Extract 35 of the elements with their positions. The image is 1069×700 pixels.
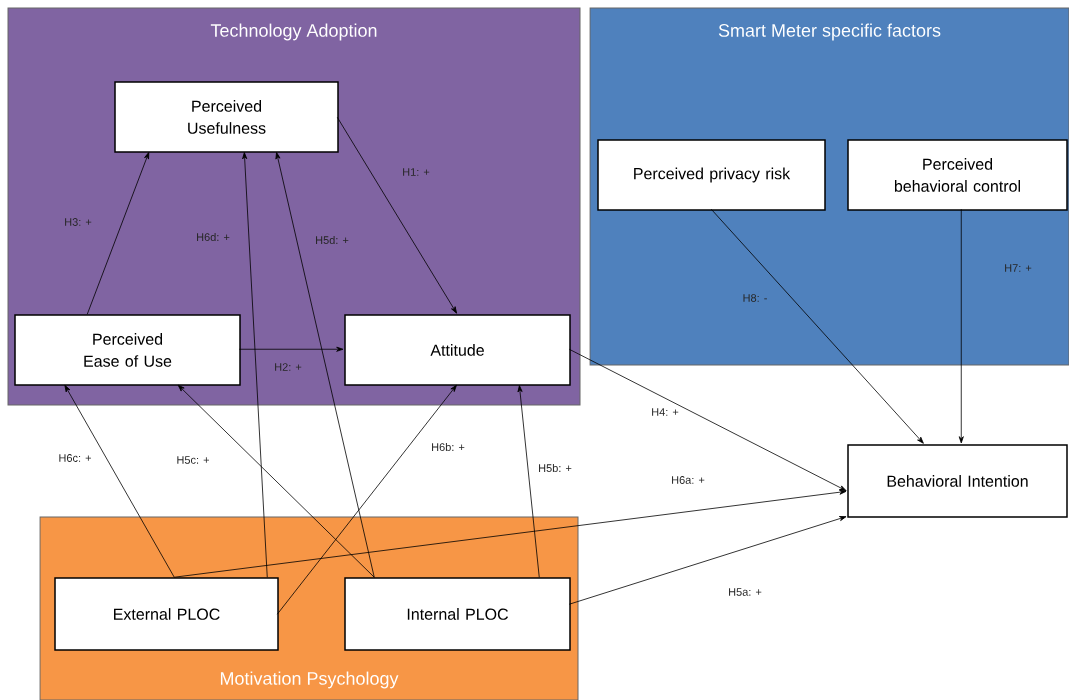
arrow [86,152,150,315]
construct-box: External PLOC [54,577,279,651]
arrow [958,208,964,444]
arrow [276,384,457,615]
edge-label: H2: + [275,363,302,371]
construct-box: Perceived behavioral control [847,139,1068,211]
construct-box: Perceived Usefulness [114,81,339,153]
edge-label: H7: + [1005,264,1032,272]
edge-label: H6c: + [59,454,91,462]
edge-label: H8: - [743,294,767,302]
edge-label: H5c: + [177,456,209,464]
edge-label: H1: + [403,168,430,176]
construct-box: Internal PLOC [344,577,571,651]
arrow [242,152,268,578]
arrow [336,116,457,314]
edge-label: H5a: + [729,588,762,596]
edge-label: H6d: + [197,232,230,242]
arrow [173,489,847,578]
construct-box: Perceived Ease of Use [14,314,241,386]
edge-label: H3: + [65,218,92,226]
edge-label: H4: + [652,408,679,416]
arrow [710,208,924,444]
edge-label: H5d: + [316,235,349,245]
arrow [275,152,375,578]
edge-label: H6a: + [672,476,705,484]
arrow [568,516,847,605]
construct-box: Attitude [344,314,571,386]
edge-label: H5b: + [539,463,572,473]
construct-box: Perceived privacy risk [597,139,826,211]
edge-label: H6b: + [432,442,465,452]
construct-box: Behavioral Intention [847,444,1068,518]
arrow [517,385,540,578]
arrow [238,346,344,352]
arrow [64,384,175,578]
arrow [177,384,375,578]
